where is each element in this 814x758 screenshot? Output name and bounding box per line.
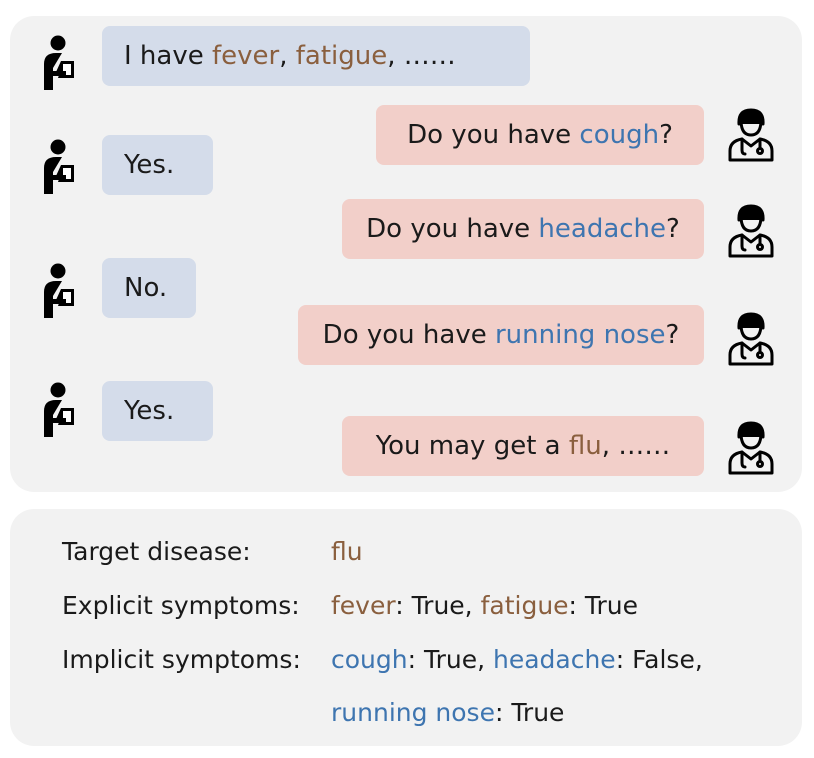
message-text: : True	[494, 698, 565, 727]
keyword-text: headache	[492, 645, 616, 674]
keyword-text: running nose	[494, 320, 666, 350]
message-text: ,	[279, 41, 296, 71]
message-text: : True,	[407, 645, 493, 674]
keyword-text: fatigue	[295, 41, 388, 71]
message-text: No.	[124, 273, 168, 303]
message-text: Yes.	[124, 150, 175, 180]
explicit-symptoms-value: fever: True, fatigue: True	[331, 590, 638, 622]
goal-panel	[10, 509, 802, 746]
patient-message: I have fever, fatigue, ……	[102, 26, 530, 86]
message-text: : True,	[395, 591, 481, 620]
message-text: Do you have	[366, 214, 539, 244]
patient-icon	[36, 138, 86, 194]
patient-icon	[36, 381, 86, 437]
message-text: ?	[659, 120, 673, 150]
patient-message: No.	[102, 258, 196, 318]
target-disease-value: flu	[331, 536, 363, 568]
keyword-text: flu	[568, 431, 602, 461]
doctor-message: Do you have cough?	[376, 105, 704, 165]
message-text: Do you have	[407, 120, 580, 150]
message-text: Do you have	[322, 320, 495, 350]
message-text: Yes.	[124, 396, 175, 426]
message-text: ?	[665, 320, 680, 350]
patient-message: Yes.	[102, 135, 213, 195]
keyword-text: running nose	[331, 698, 495, 727]
doctor-icon	[726, 310, 776, 366]
message-text: , ……	[387, 41, 456, 71]
message-text: : True	[568, 591, 639, 620]
doctor-message: Do you have headache?	[342, 199, 704, 259]
message-text: : False,	[615, 645, 703, 674]
patient-message: Yes.	[102, 381, 213, 441]
keyword-text: fever	[212, 41, 280, 71]
keyword-text: fever	[331, 591, 396, 620]
message-text: You may get a	[375, 431, 569, 461]
keyword-text: fatigue	[480, 591, 569, 620]
explicit-symptoms-label: Explicit symptoms:	[62, 591, 300, 620]
doctor-message: You may get a flu, ……	[342, 416, 704, 476]
implicit-symptoms-label: Implicit symptoms:	[62, 645, 301, 674]
doctor-icon	[726, 419, 776, 475]
patient-icon	[36, 34, 86, 90]
keyword-text: cough	[331, 645, 408, 674]
message-text: , ……	[601, 431, 671, 461]
doctor-icon	[726, 202, 776, 258]
patient-icon	[36, 262, 86, 318]
keyword-text: cough	[579, 120, 660, 150]
doctor-message: Do you have running nose?	[298, 305, 704, 365]
implicit-symptoms-value-line-2: running nose: True	[331, 697, 564, 729]
implicit-symptoms-value-line-1: cough: True, headache: False,	[331, 644, 703, 676]
keyword-text: flu	[331, 537, 363, 566]
message-text: ?	[666, 214, 680, 244]
keyword-text: headache	[538, 214, 667, 244]
message-text: I have	[124, 41, 212, 71]
target-disease-label: Target disease:	[62, 537, 251, 566]
doctor-icon	[726, 106, 776, 162]
